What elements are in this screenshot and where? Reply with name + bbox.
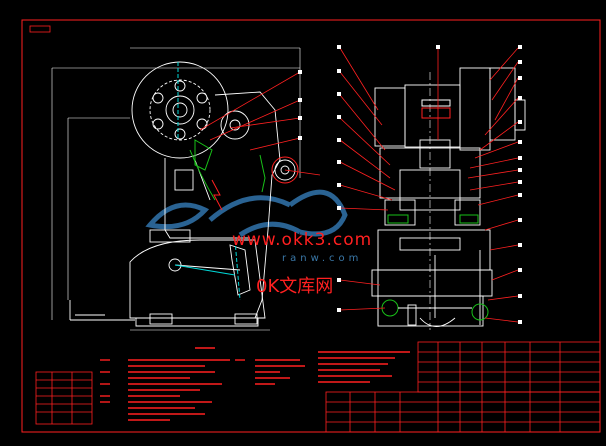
watermark-logo	[145, 189, 348, 238]
technical-notes	[100, 347, 410, 421]
front-view-accents	[381, 99, 489, 321]
title-block	[325, 341, 601, 433]
side-view-accents	[174, 62, 299, 301]
part-balloons	[298, 45, 522, 324]
watermark-site-text: www.okk3.com	[232, 230, 373, 250]
front-view-leaders	[339, 47, 519, 323]
watermark-faint-text: ranw.com	[282, 253, 363, 264]
watermark-brand-text: 0K文库网	[256, 276, 334, 297]
drawing-frame	[21, 19, 601, 433]
side-view-machine	[51, 47, 301, 331]
parts-list-table	[35, 371, 93, 425]
side-view-leaders	[199, 71, 321, 176]
